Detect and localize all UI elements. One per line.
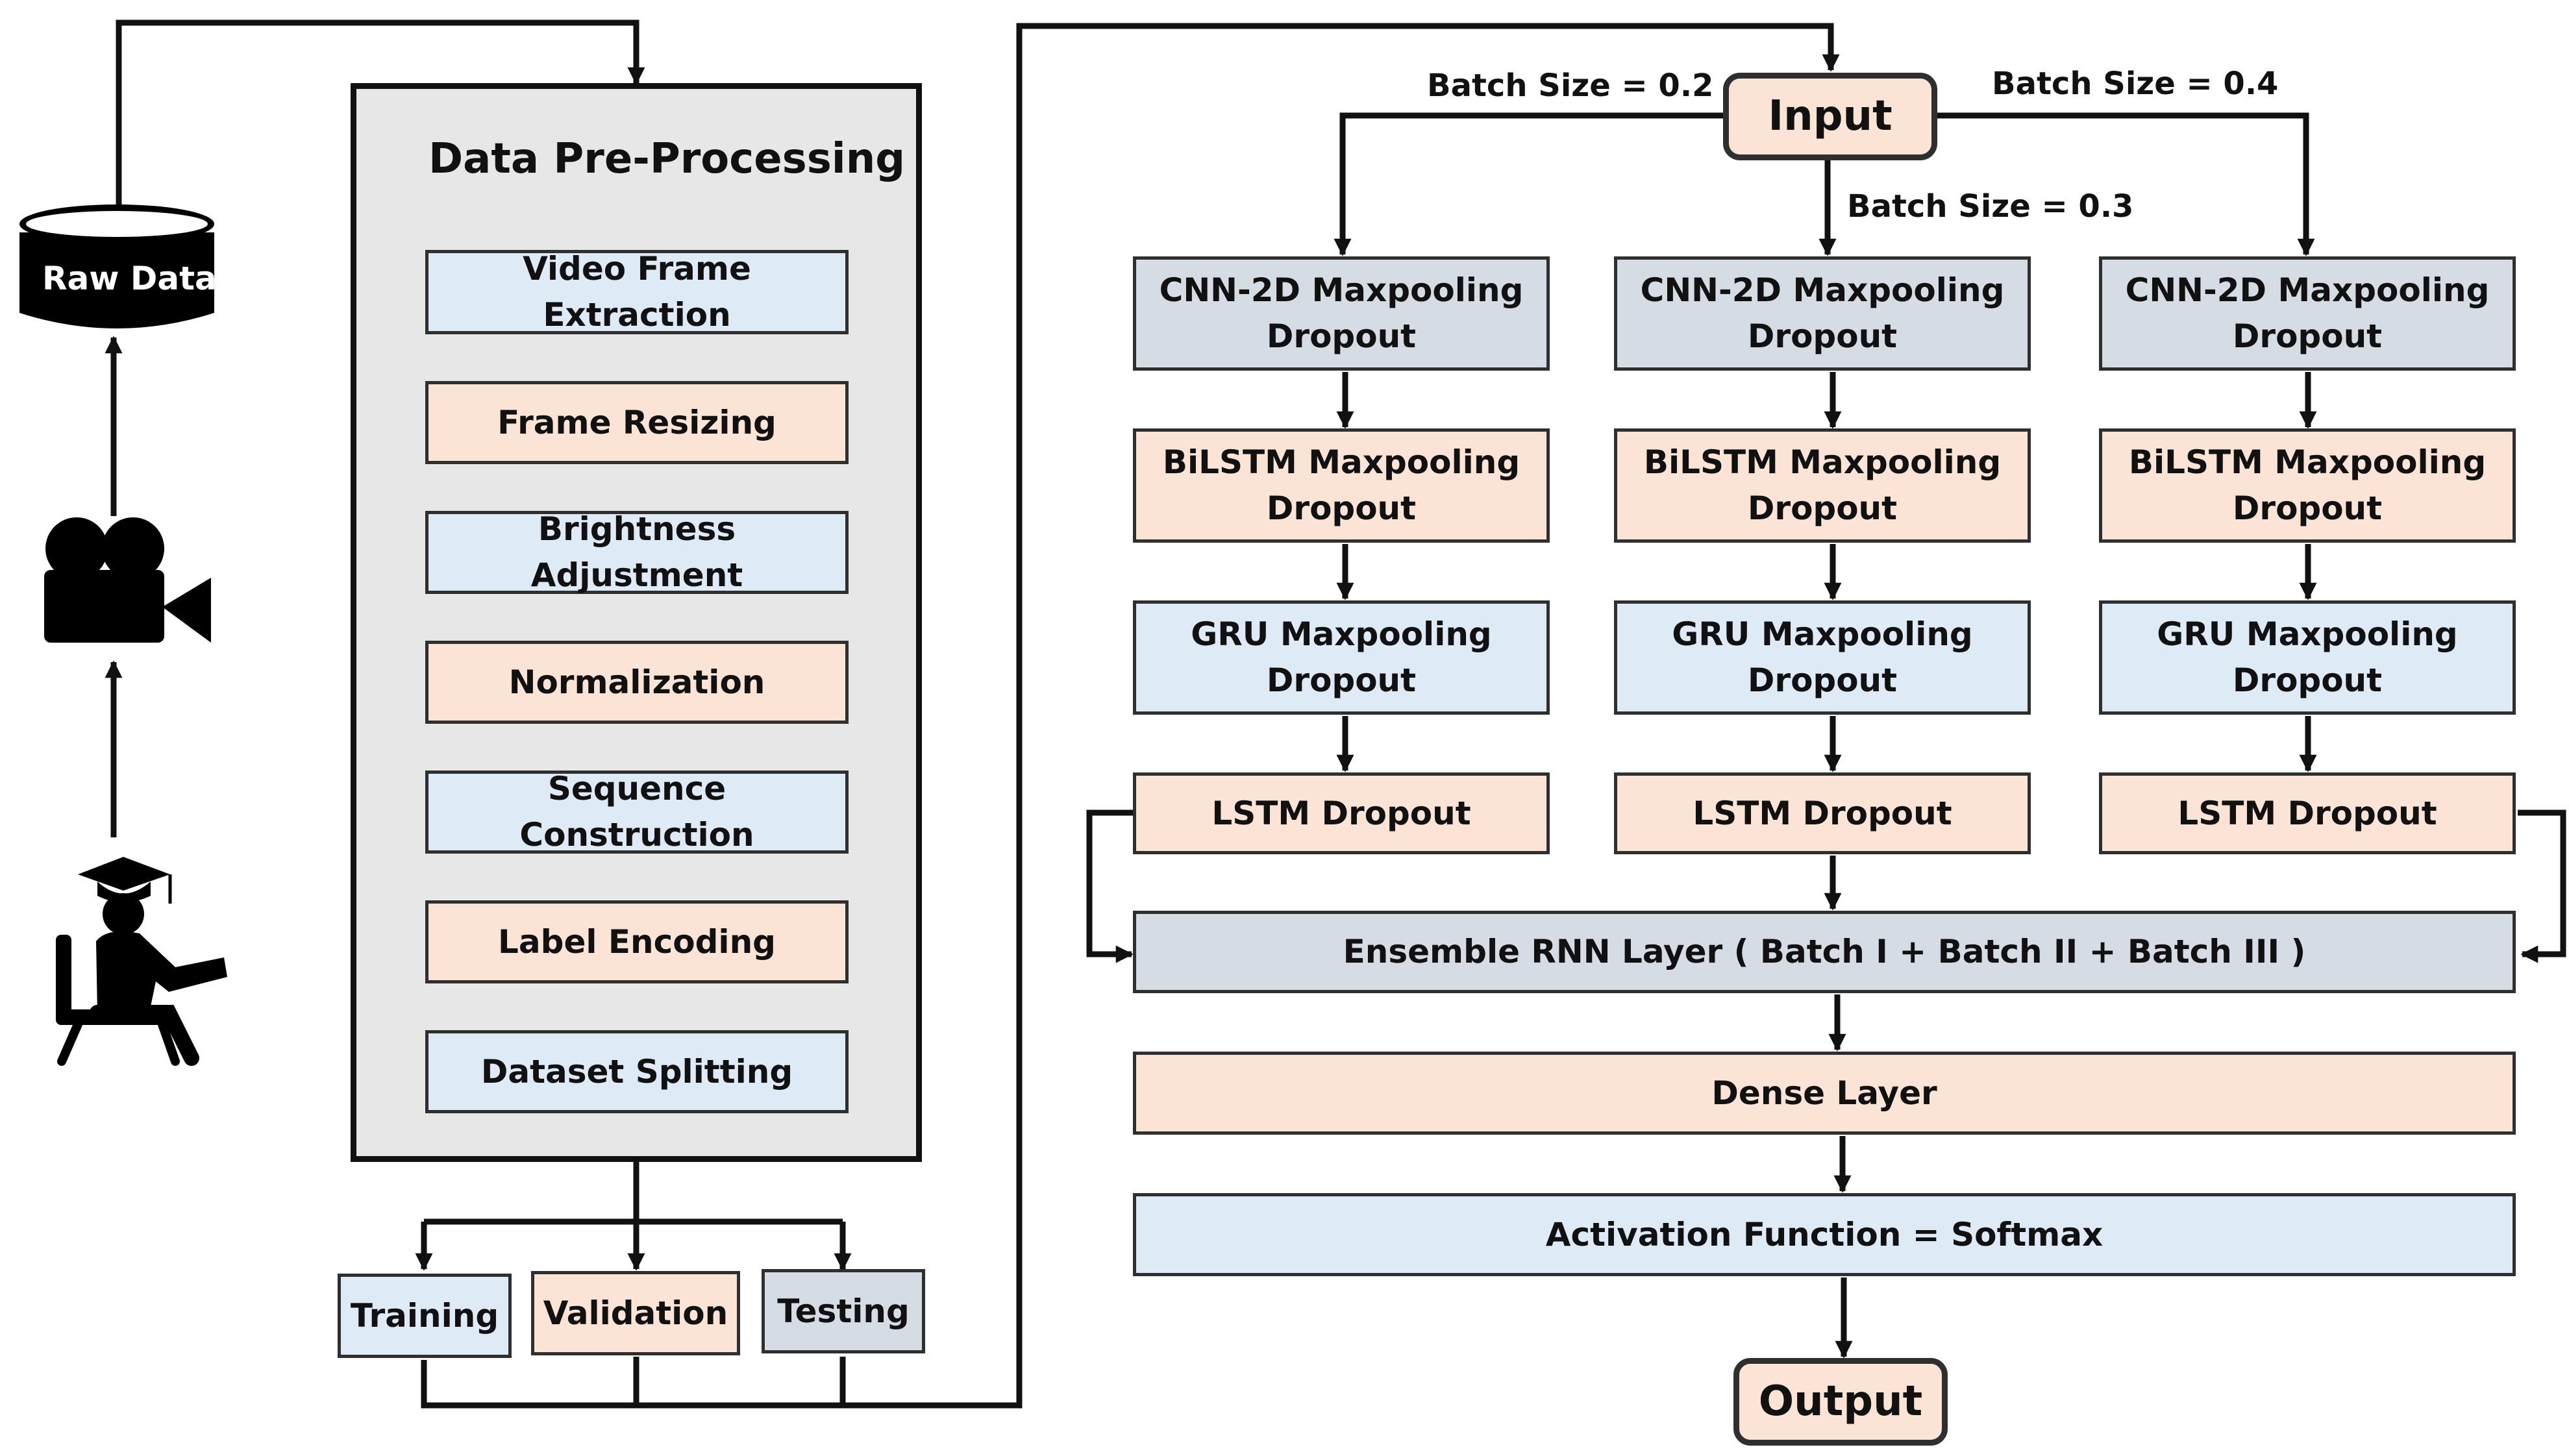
col2-gru-layer: GRU Maxpooling Dropout — [1614, 600, 2031, 715]
arrow-lstm3-to-ensemble — [2518, 809, 2566, 963]
arrow-input-to-batch3 — [1933, 112, 2315, 256]
col1-bilstm-layer: BiLSTM Maxpooling Dropout — [1133, 428, 1550, 543]
col1-cnn2d-layer: CNN-2D Maxpooling Dropout — [1133, 256, 1550, 371]
preprocessing-panel — [351, 83, 922, 1162]
col3-lstm-layer: LSTM Dropout — [2099, 772, 2516, 854]
split-training: Training — [338, 1274, 512, 1358]
student-at-desk-icon — [56, 857, 227, 1066]
activation-function-layer: Activation Function = Softmax — [1133, 1193, 2516, 1276]
col3-gru-layer: GRU Maxpooling Dropout — [2099, 600, 2516, 715]
video-camera-icon — [44, 517, 211, 643]
split-testing: Testing — [762, 1269, 925, 1353]
step-video-frame-extraction: Video Frame Extraction — [425, 250, 849, 334]
col2-cnn2d-layer: CNN-2D Maxpooling Dropout — [1614, 256, 2031, 371]
split-validation: Validation — [531, 1271, 740, 1355]
col2-bilstm-layer: BiLSTM Maxpooling Dropout — [1614, 428, 2031, 543]
input-node: Input — [1723, 73, 1937, 160]
step-dataset-splitting: Dataset Splitting — [425, 1030, 849, 1113]
preprocessing-title: Data Pre-Processing — [428, 135, 906, 183]
step-label-encoding: Label Encoding — [425, 900, 849, 983]
step-frame-resizing: Frame Resizing — [425, 381, 849, 464]
step-sequence-construction: Sequence Construction — [425, 770, 849, 854]
step-brightness-adjustment: Brightness Adjustment — [425, 510, 849, 594]
dense-layer: Dense Layer — [1133, 1052, 2516, 1135]
database-icon — [19, 204, 214, 328]
col2-lstm-layer: LSTM Dropout — [1614, 772, 2031, 854]
batch-size-label-3: Batch Size = 0.4 — [1992, 66, 2279, 102]
arrow-input-to-batch1 — [1334, 112, 1727, 256]
batch-size-label-1: Batch Size = 0.2 — [1427, 68, 1714, 104]
col1-gru-layer: GRU Maxpooling Dropout — [1133, 600, 1550, 715]
connector-splits-to-input — [421, 23, 1840, 1409]
arrow-lstm1-to-ensemble — [1086, 809, 1136, 963]
arrow-rawdata-to-preprocessing — [116, 19, 645, 211]
col3-cnn2d-layer: CNN-2D Maxpooling Dropout — [2099, 256, 2516, 371]
step-normalization: Normalization — [425, 641, 849, 724]
raw-data-label: Raw Data — [42, 260, 217, 297]
col1-lstm-layer: LSTM Dropout — [1133, 772, 1550, 854]
output-node: Output — [1733, 1358, 1948, 1446]
batch-size-label-2: Batch Size = 0.3 — [1847, 188, 2134, 225]
col3-bilstm-layer: BiLSTM Maxpooling Dropout — [2099, 428, 2516, 543]
ensemble-rnn-layer: Ensemble RNN Layer ( Batch I + Batch II … — [1133, 911, 2516, 993]
